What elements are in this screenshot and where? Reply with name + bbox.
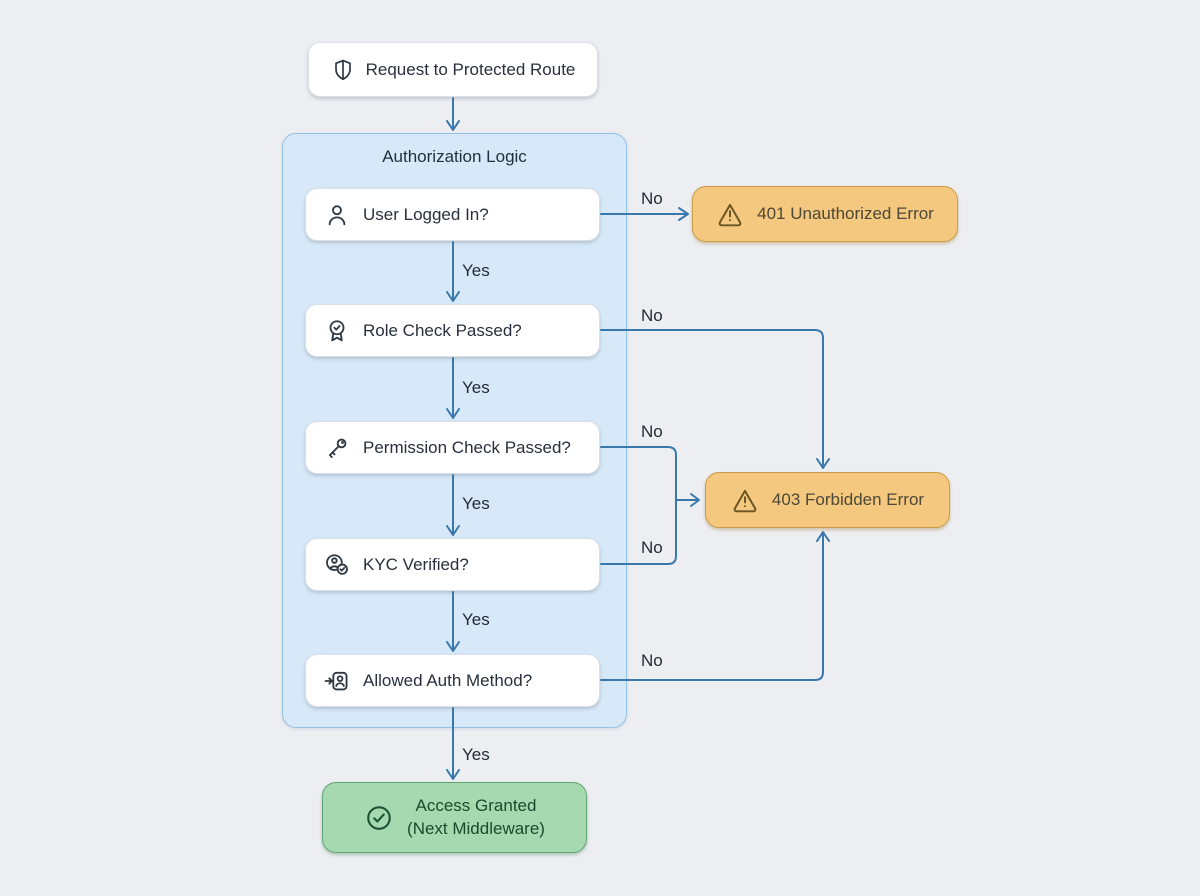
user-icon xyxy=(324,202,350,228)
node-label: KYC Verified? xyxy=(363,554,469,574)
edge-yes-2 xyxy=(446,357,460,419)
login-icon xyxy=(324,668,350,694)
node-role-check: Role Check Passed? xyxy=(305,304,600,357)
container-title: Authorization Logic xyxy=(382,147,527,166)
key-icon xyxy=(324,435,350,461)
warning-triangle-icon xyxy=(731,486,759,514)
edge-merge-to-403 xyxy=(675,493,700,507)
node-label: 401 Unauthorized Error xyxy=(757,204,934,223)
node-label: Allowed Auth Method? xyxy=(363,670,533,690)
edge-start-to-container xyxy=(446,97,460,131)
edge-label-no-5: No xyxy=(641,651,663,670)
node-label: User Logged In? xyxy=(363,204,489,224)
node-401-unauthorized-error: 401 Unauthorized Error xyxy=(692,186,958,242)
success-line-2: (Next Middleware) xyxy=(407,818,545,838)
node-label: 403 Forbidden Error xyxy=(771,490,925,509)
node-access-granted: Access Granted (Next Middleware) xyxy=(322,782,587,853)
check-circle-icon xyxy=(364,803,394,833)
node-label: Request to Protected Route xyxy=(365,59,576,79)
edge-label-yes-3: Yes xyxy=(462,494,490,513)
user-check-icon xyxy=(324,552,350,578)
node-label: Permission Check Passed? xyxy=(363,437,571,457)
edge-label-no-3: No xyxy=(641,422,663,441)
edge-label-no-2: No xyxy=(641,306,663,325)
badge-check-icon xyxy=(324,318,350,344)
edge-label-yes-4: Yes xyxy=(462,610,490,629)
edge-no-auth-method-to-403 xyxy=(600,531,830,681)
edge-yes-3 xyxy=(446,474,460,536)
node-403-forbidden-error: 403 Forbidden Error xyxy=(705,472,950,528)
edge-label-yes-1: Yes xyxy=(462,261,490,280)
edge-label-yes-5: Yes xyxy=(462,745,490,764)
node-label: Role Check Passed? xyxy=(363,320,522,340)
edge-label-no-4: No xyxy=(641,538,663,557)
edge-label-yes-2: Yes xyxy=(462,378,490,397)
warning-triangle-icon xyxy=(716,200,744,228)
edge-no-401 xyxy=(600,207,689,221)
edge-label-no-1: No xyxy=(641,189,663,208)
edge-no-role-to-403 xyxy=(600,329,830,469)
shield-icon xyxy=(331,58,355,82)
node-label: Access Granted (Next Middleware) xyxy=(407,795,545,840)
edge-no-kyc xyxy=(600,499,677,565)
node-allowed-auth-method: Allowed Auth Method? xyxy=(305,654,600,707)
node-user-logged-in: User Logged In? xyxy=(305,188,600,241)
node-kyc-verified: KYC Verified? xyxy=(305,538,600,591)
edge-yes-1 xyxy=(446,241,460,302)
node-request-protected-route: Request to Protected Route xyxy=(308,42,598,97)
node-permission-check: Permission Check Passed? xyxy=(305,421,600,474)
edge-yes-5 xyxy=(446,707,460,780)
success-line-1: Access Granted xyxy=(415,796,537,816)
edge-no-permission xyxy=(600,446,677,501)
edge-yes-4 xyxy=(446,591,460,652)
